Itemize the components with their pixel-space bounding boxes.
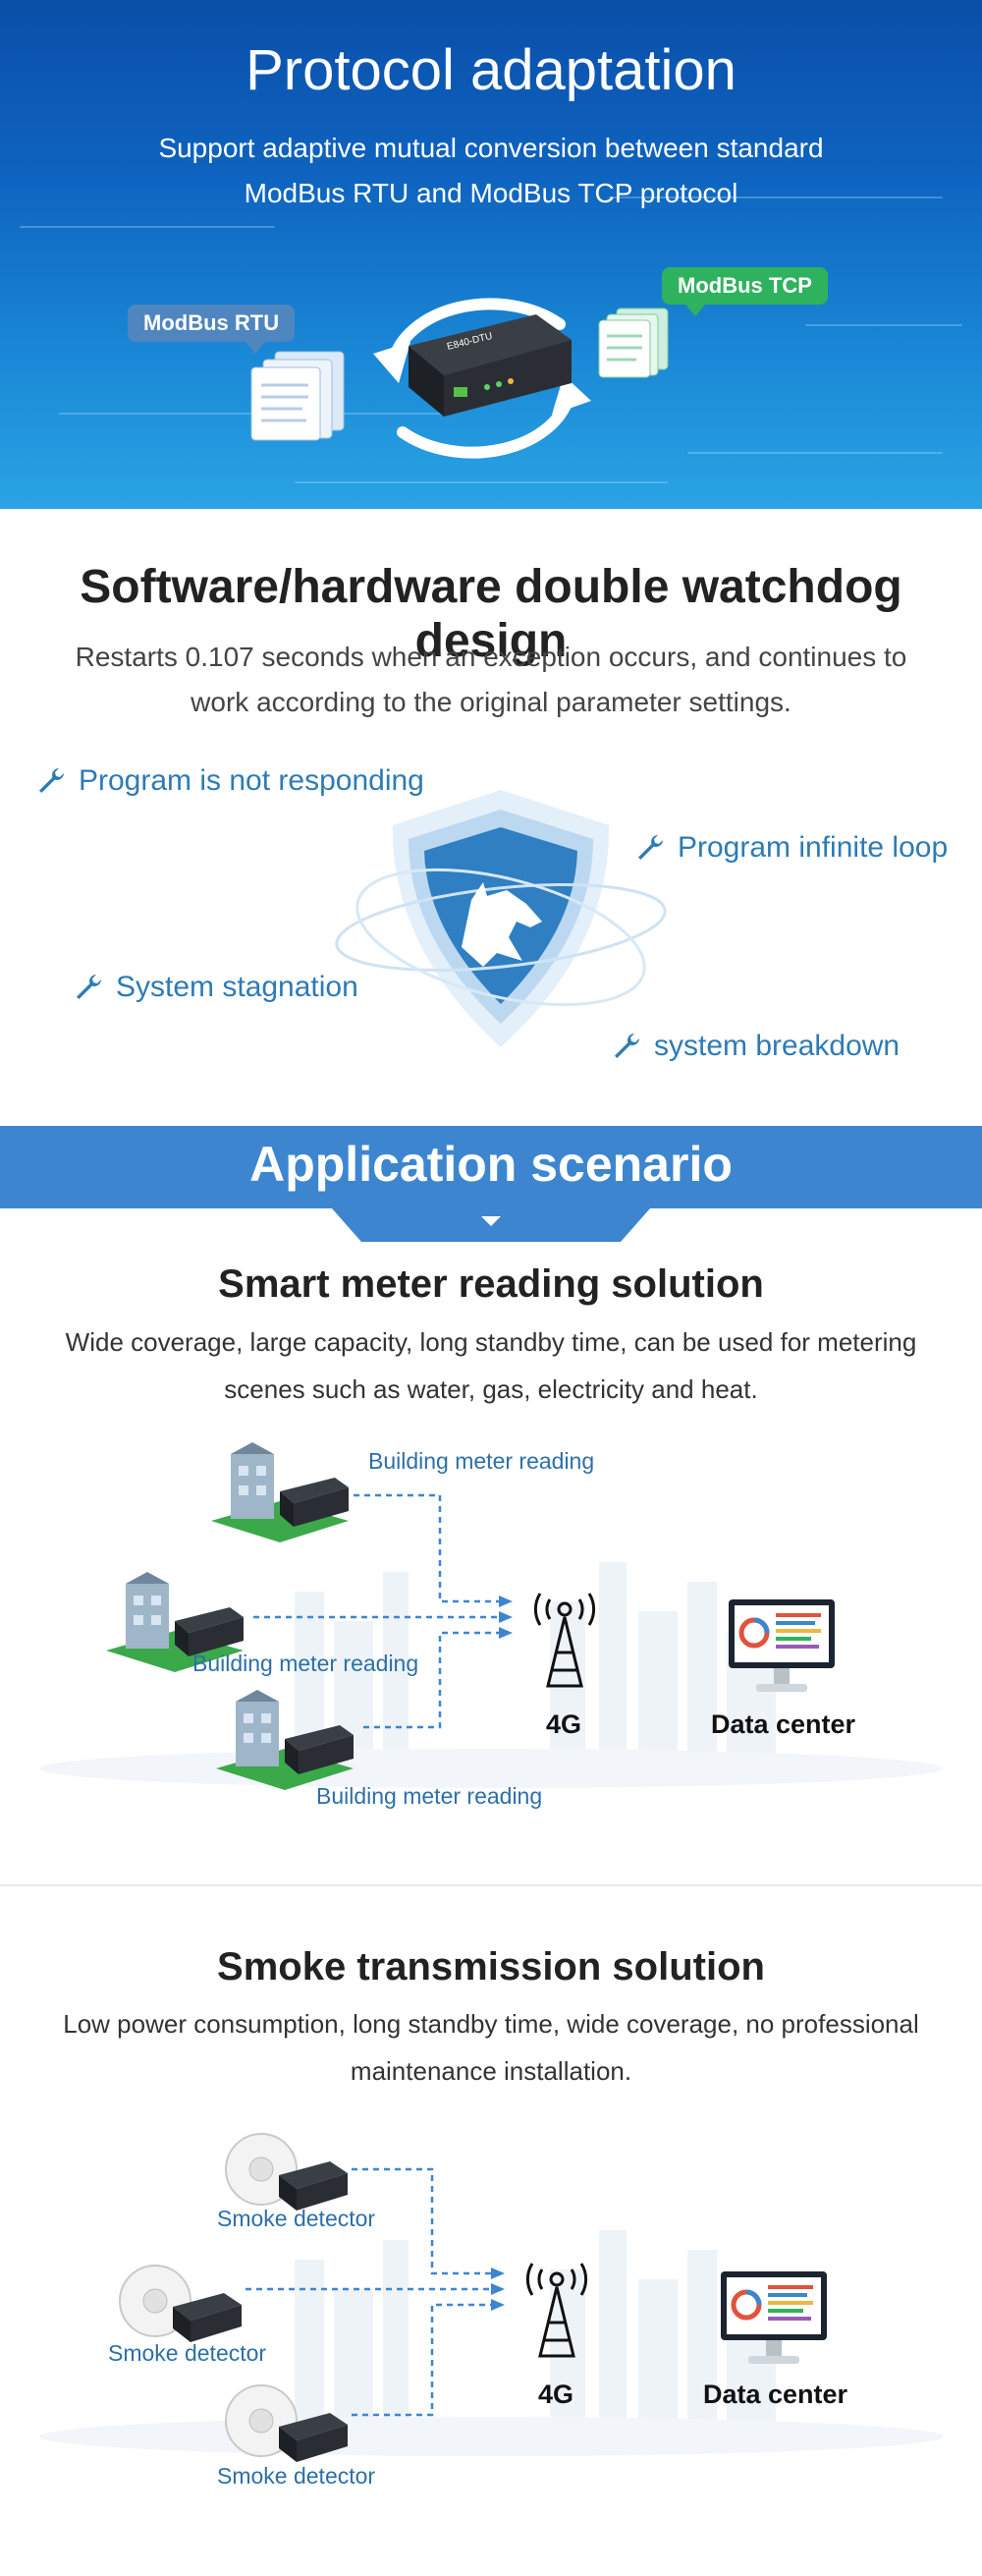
smoke-detector-device-icon	[119, 2265, 242, 2342]
monitor-icon	[729, 1599, 835, 1692]
meter-node-label-2: Building meter reading	[192, 1651, 419, 1676]
building-device-icon	[211, 1442, 349, 1542]
smoke-detector-device-icon	[225, 2384, 348, 2462]
rtu-documents-icon	[250, 351, 345, 441]
watchdog-title: Software/hardware double watchdog design	[80, 561, 902, 667]
watchdog-item-label: Program is not responding	[79, 764, 424, 797]
watchdog-item-not-responding: Program is not responding	[35, 764, 424, 798]
watchdog-section: Software/hardware double watchdog design…	[0, 509, 982, 1128]
watchdog-item-label: Program infinite loop	[678, 831, 949, 864]
meter-solution-title: Smart meter reading solution	[218, 1262, 764, 1306]
meter-node-label-3: Building meter reading	[316, 1783, 543, 1809]
conversion-arrows-icon	[373, 298, 591, 459]
smoke-node-label-3: Smoke detector	[217, 2463, 376, 2489]
building-device-icon	[106, 1572, 244, 1672]
chevron-down-icon	[481, 1216, 501, 1226]
protocol-subtitle: Support adaptive mutual conversion betwe…	[158, 133, 824, 208]
wrench-icon	[39, 768, 64, 793]
meter-tower-label: 4G	[546, 1709, 582, 1739]
wrench-icon	[638, 835, 663, 860]
smoke-detector-device-icon	[225, 2133, 348, 2211]
smoke-tower-label: 4G	[538, 2380, 574, 2409]
application-banner: Application scenario	[0, 1126, 982, 1242]
watchdog-item-breakdown: system breakdown	[611, 1030, 900, 1063]
watchdog-item-infinite-loop: Program infinite loop	[634, 831, 948, 865]
section-divider	[0, 1884, 982, 1886]
building-device-icon	[216, 1690, 354, 1790]
modbus-rtu-tag: ModBus RTU	[128, 305, 296, 354]
watchdog-item-label: system breakdown	[654, 1030, 900, 1062]
dtu-device-icon: E840-DTU	[409, 314, 572, 417]
meter-diagram: Building meter reading Building meter re…	[0, 1415, 982, 1827]
shield-dog-icon	[335, 790, 667, 1047]
meter-solution-subtitle: Wide coverage, large capacity, long stan…	[65, 1327, 917, 1404]
watchdog-subtitle: Restarts 0.107 seconds when an exception…	[75, 642, 907, 717]
wrench-icon	[615, 1034, 639, 1058]
application-title: Application scenario	[249, 1137, 733, 1192]
meter-connectors	[253, 1493, 513, 1729]
meter-node-label-1: Building meter reading	[368, 1448, 595, 1474]
tcp-documents-icon	[598, 308, 669, 378]
wrench-icon	[77, 975, 101, 999]
cell-tower-icon	[533, 1593, 596, 1688]
smoke-solution-title: Smoke transmission solution	[217, 1945, 765, 1988]
smoke-solution-subtitle: Low power consumption, long standby time…	[63, 2009, 919, 2086]
monitor-icon	[721, 2271, 827, 2364]
watchdog-item-label: System stagnation	[116, 971, 358, 1003]
modbus-tcp-tag: ModBus TCP	[662, 267, 828, 316]
smoke-node-label-1: Smoke detector	[217, 2206, 376, 2231]
cell-tower-icon	[525, 2263, 588, 2358]
protocol-title: Protocol adaptation	[246, 38, 736, 102]
protocol-section: Protocol adaptation Support adaptive mut…	[0, 0, 982, 509]
watchdog-item-stagnation: System stagnation	[73, 971, 358, 1004]
smoke-node-label-2: Smoke detector	[108, 2340, 267, 2366]
smoke-center-label: Data center	[703, 2380, 848, 2409]
meter-center-label: Data center	[711, 1709, 856, 1739]
smoke-connectors	[246, 2167, 505, 2417]
smoke-diagram: Smoke detector Smoke detector Smoke dete…	[0, 2102, 982, 2495]
